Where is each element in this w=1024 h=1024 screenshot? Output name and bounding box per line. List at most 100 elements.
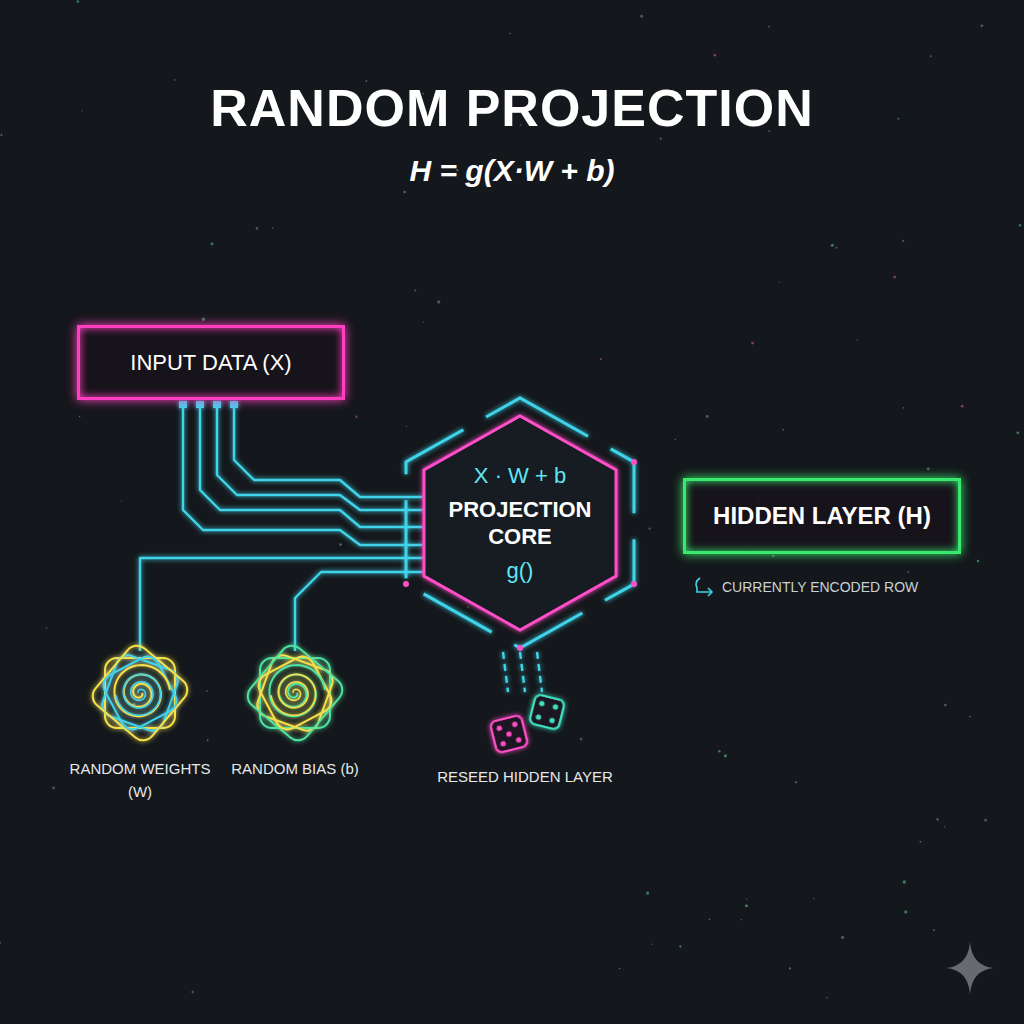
- wire: [636, 515, 679, 517]
- star: [121, 500, 122, 501]
- star: [600, 358, 602, 360]
- wire: [537, 652, 542, 692]
- star: [789, 967, 791, 969]
- hexagon-border: [424, 416, 616, 630]
- wire: [520, 652, 525, 692]
- star: [745, 904, 748, 907]
- icon-caption: RESEED HIDDEN LAYER: [437, 768, 613, 785]
- weights-icon-node: RANDOM WEIGHTS (W): [65, 645, 215, 804]
- star: [930, 55, 932, 57]
- wire: [140, 558, 424, 651]
- star: [831, 244, 834, 247]
- star: [207, 739, 209, 741]
- hexagon-text-area: X · W + b PROJECTION CORE g(): [420, 412, 620, 634]
- star: [272, 227, 274, 229]
- star: [779, 281, 780, 282]
- star: [927, 467, 930, 470]
- title: RANDOM PROJECTION: [0, 78, 1024, 138]
- star: [944, 704, 947, 707]
- core-label: PROJECTION CORE: [442, 496, 598, 551]
- bias-icon-node: RANDOM BIAS (b): [220, 645, 370, 780]
- swirl-square: [243, 641, 347, 745]
- wire: [234, 408, 424, 497]
- star: [82, 110, 83, 111]
- spiral: [116, 674, 160, 715]
- star: [339, 543, 342, 546]
- swirl-square: [88, 641, 192, 745]
- star: [52, 787, 55, 790]
- star-field: [0, 0, 1021, 998]
- sparkle-mark: [946, 942, 994, 994]
- star: [944, 826, 945, 827]
- star: [919, 841, 921, 843]
- star: [202, 318, 205, 321]
- spiral: [271, 674, 315, 715]
- star: [0, 942, 1, 944]
- die: [529, 694, 565, 730]
- core-label: g(): [507, 557, 534, 585]
- formula: H = g(X·W + b): [0, 154, 1024, 188]
- star: [355, 416, 357, 418]
- connector: [503, 652, 542, 692]
- star: [772, 555, 775, 558]
- star: [980, 24, 983, 27]
- output-box: HIDDEN LAYER (H): [683, 478, 961, 554]
- wire: [200, 408, 424, 527]
- swirl-square: [254, 652, 335, 733]
- star: [782, 429, 784, 431]
- input-box: INPUT DATA (X): [77, 325, 345, 400]
- swirl-square: [99, 652, 180, 733]
- star: [211, 242, 214, 245]
- star: [969, 716, 971, 718]
- star: [46, 627, 48, 629]
- star: [902, 240, 904, 242]
- star: [675, 439, 676, 440]
- star: [751, 342, 754, 345]
- star: [467, 606, 469, 608]
- wire: [183, 408, 424, 545]
- star: [256, 227, 259, 230]
- encoded-row-arrow: [696, 578, 712, 596]
- star: [856, 339, 858, 341]
- corner-dot: [631, 581, 637, 587]
- annotation: CURRENTLY ENCODED ROW: [722, 579, 982, 595]
- star: [646, 892, 649, 895]
- icon-caption: RANDOM BIAS (b): [231, 757, 359, 780]
- corner-dot: [403, 581, 409, 587]
- hexagon-outline: [420, 412, 620, 634]
- star: [1019, 224, 1022, 227]
- star: [580, 738, 583, 741]
- star: [174, 79, 176, 81]
- dice-icon: [475, 690, 575, 756]
- star: [709, 919, 711, 921]
- star: [893, 276, 896, 279]
- star: [835, 247, 837, 249]
- swirl-square: [254, 652, 336, 734]
- star: [903, 880, 906, 883]
- star: [795, 781, 797, 783]
- corner-dot: [631, 459, 637, 465]
- star: [660, 137, 662, 139]
- star: [648, 527, 650, 529]
- reseed-node: RESEED HIDDEN LAYER: [418, 690, 632, 785]
- spiral-icon: [92, 645, 188, 741]
- star: [652, 944, 653, 945]
- star: [423, 321, 424, 322]
- core-label: X · W + b: [474, 462, 566, 490]
- wire: [295, 572, 424, 651]
- star: [933, 929, 935, 931]
- box-label: HIDDEN LAYER (H): [713, 502, 931, 530]
- spiral-icon: [247, 645, 343, 741]
- star: [437, 300, 440, 303]
- star: [406, 426, 407, 427]
- star: [961, 405, 964, 408]
- star: [706, 415, 709, 418]
- star: [724, 754, 727, 757]
- star: [713, 54, 716, 57]
- star: [826, 997, 828, 999]
- star: [904, 910, 907, 913]
- star: [403, 191, 405, 193]
- star: [897, 118, 899, 120]
- star: [813, 898, 814, 899]
